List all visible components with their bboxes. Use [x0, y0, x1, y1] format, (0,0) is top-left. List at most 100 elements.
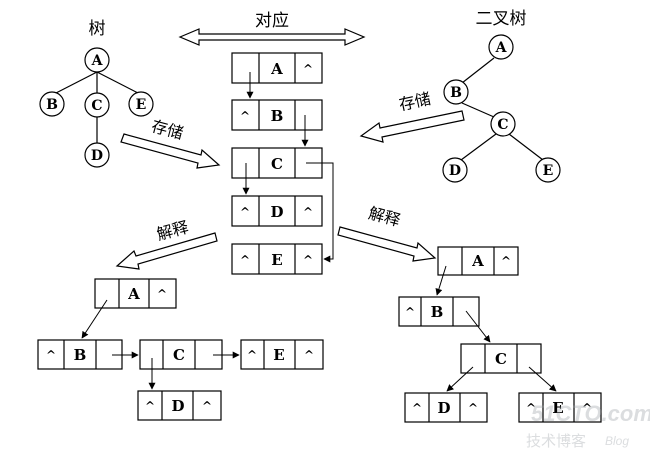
list-node-right-field: ^	[157, 287, 167, 301]
pointer-arrow	[81, 299, 108, 339]
list-node-left-field: ^	[412, 401, 422, 415]
list-node-d: ^ D ^	[231, 195, 323, 227]
binary-node-c-label: C	[497, 117, 508, 133]
list-node-right-field: ^	[501, 254, 511, 268]
list-node-right-field: ^	[303, 62, 313, 76]
list-node-left-field: ^	[526, 401, 536, 415]
list-node-data-field: E	[273, 346, 284, 364]
interpret-label-left: 解释	[155, 217, 191, 244]
list-node-e: ^ E ^	[231, 243, 323, 275]
binterp-node-e: ^ E ^	[518, 392, 602, 423]
watermark: 51CTO.com 技术博客 Blog	[526, 401, 650, 450]
binary-node-b	[443, 79, 469, 105]
binterp-node-d: ^ D ^	[404, 392, 488, 423]
list-node-data-field: D	[171, 397, 184, 415]
list-node-data-field: C	[173, 346, 185, 364]
interp-node-e: ^ E ^	[240, 339, 324, 370]
list-node-left-field: ^	[240, 205, 250, 219]
tree-interpretation: A ^ ^ B C ^ E ^	[37, 278, 324, 421]
watermark-logo-text: 51CTO.com	[531, 401, 650, 426]
binary-interpretation: A ^ ^ B C ^ D ^	[398, 246, 602, 423]
tree-node-a-label: A	[91, 53, 104, 69]
list-node-right-field: ^	[582, 401, 592, 415]
binary-tree-edge	[460, 133, 497, 161]
tree-node-b-label: B	[46, 97, 58, 113]
watermark-blog: Blog	[605, 434, 629, 448]
pointer-arrow	[446, 366, 474, 392]
tree-node-c-label: C	[91, 98, 102, 114]
store-arrow-right	[359, 110, 465, 143]
binary-tree-title: 二叉树	[476, 9, 527, 29]
binary-tree-edge	[508, 133, 544, 161]
general-tree: A B C E D	[39, 47, 154, 168]
binterp-node-a: A ^	[437, 246, 519, 276]
tree-node-a	[84, 47, 110, 73]
binterp-node-b: ^ B	[398, 296, 480, 327]
binary-node-c	[490, 111, 516, 137]
correspond-label: 对应	[255, 11, 289, 31]
binary-node-a-label: A	[495, 40, 508, 56]
list-node-data-field: B	[271, 107, 284, 125]
interp-node-c: C	[139, 339, 223, 370]
binary-node-b-label: B	[450, 85, 462, 101]
store-label-left: 存储	[150, 116, 186, 143]
pointer-arrow	[435, 265, 447, 296]
list-node-data-field: E	[552, 399, 563, 417]
tree-node-e	[128, 91, 154, 117]
interp-node-b: ^ B	[37, 339, 123, 370]
pointer-arrow	[465, 310, 491, 343]
list-node-data-field: D	[437, 399, 450, 417]
binterp-node-c: C	[460, 343, 542, 374]
list-node-left-field: ^	[145, 399, 155, 413]
list-node-a: A ^	[231, 52, 323, 84]
tree-node-b	[39, 91, 65, 117]
list-node-left-field: ^	[405, 305, 415, 319]
list-node-data-field: A	[471, 252, 484, 270]
tree-node-d-label: D	[91, 148, 103, 164]
binary-node-a	[488, 34, 514, 60]
list-node-b: ^ B	[231, 99, 323, 131]
binary-node-e	[535, 157, 561, 183]
list-node-left-field: ^	[247, 348, 257, 362]
list-node-data-field: A	[127, 285, 140, 303]
list-node-data-field: B	[74, 346, 87, 364]
store-label-right: 存储	[397, 89, 432, 114]
list-node-data-field: C	[495, 350, 507, 368]
list-node-right-field: ^	[468, 401, 478, 415]
tree-edge	[96, 71, 139, 94]
binary-tree: A B C D E	[442, 34, 561, 183]
list-node-left-field: ^	[46, 348, 56, 362]
list-node-data-field: C	[271, 155, 283, 173]
store-arrow-left	[120, 133, 221, 169]
tree-node-c	[84, 92, 110, 118]
interp-node-d: ^ D ^	[137, 390, 222, 421]
interp-node-a: A ^	[94, 278, 177, 309]
binary-node-d	[442, 157, 468, 183]
list-node-right-field: ^	[304, 348, 314, 362]
tree-title: 树	[89, 19, 106, 39]
list-node-data-field: B	[431, 303, 444, 321]
binary-node-d-label: D	[449, 163, 461, 179]
interpret-arrow-left	[115, 232, 218, 270]
list-node-left-field: ^	[240, 253, 250, 267]
list-node-data-field: A	[270, 60, 283, 78]
interpret-label-right: 解释	[367, 203, 403, 230]
tree-edge	[55, 71, 98, 94]
binary-tree-edge	[461, 102, 495, 118]
binary-node-e-label: E	[543, 163, 554, 179]
list-node-data-field: E	[271, 251, 282, 269]
correspond-double-arrow	[178, 28, 366, 46]
interpret-arrow-right	[337, 226, 437, 262]
watermark-subtitle: 技术博客	[526, 432, 586, 450]
tree-node-d	[84, 142, 110, 168]
list-node-right-field: ^	[303, 253, 313, 267]
list-node-right-field: ^	[303, 205, 313, 219]
binary-tree-edge	[461, 57, 495, 84]
list-node-right-field: ^	[202, 399, 212, 413]
storage-list: A ^ ^ B C ^ D ^	[231, 52, 334, 275]
tree-node-e-label: E	[136, 97, 147, 113]
list-node-data-field: D	[270, 203, 283, 221]
pointer-arrow	[306, 162, 334, 263]
